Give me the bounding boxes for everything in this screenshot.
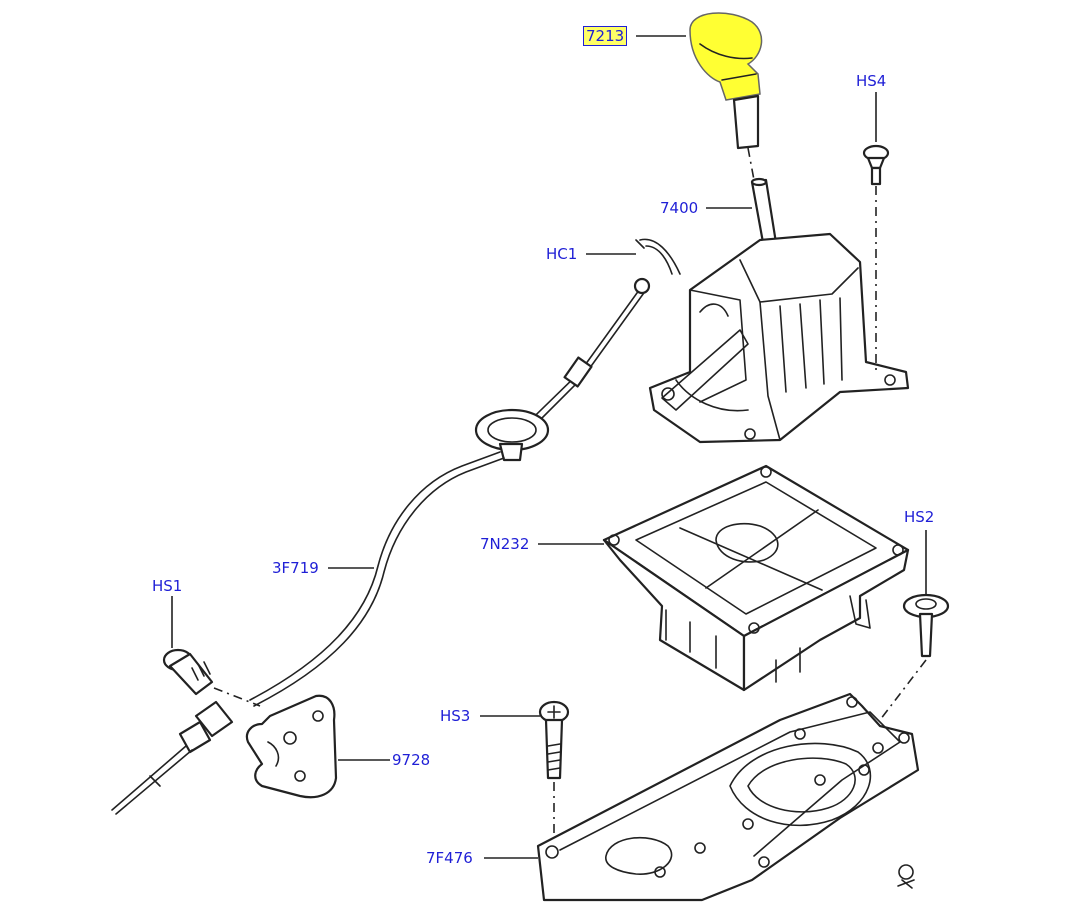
part-label-base[interactable]: 7F476 bbox=[426, 849, 473, 867]
shift-cable[interactable] bbox=[249, 277, 651, 707]
part-label-cable[interactable]: 3F719 bbox=[272, 559, 319, 577]
lever-axis bbox=[747, 147, 755, 181]
screw-hs4[interactable] bbox=[862, 144, 890, 186]
shift-knob[interactable] bbox=[689, 12, 763, 150]
part-label-bracket[interactable]: 9728 bbox=[392, 751, 431, 769]
part-label-hs1[interactable]: HS1 bbox=[152, 577, 183, 595]
clip-hc1[interactable] bbox=[635, 238, 681, 275]
part-label-hs3[interactable]: HS3 bbox=[440, 707, 471, 725]
hs2-axis bbox=[879, 659, 927, 721]
cable-end[interactable] bbox=[111, 700, 234, 815]
cable-bracket[interactable] bbox=[245, 694, 338, 799]
part-label-hs2[interactable]: HS2 bbox=[904, 508, 935, 526]
part-label-knob[interactable]: 7213 bbox=[582, 26, 628, 46]
base-plate[interactable] bbox=[536, 692, 920, 902]
part-label-hs4[interactable]: HS4 bbox=[856, 72, 887, 90]
shifter-housing[interactable] bbox=[648, 232, 910, 444]
bolt-hs1[interactable] bbox=[162, 648, 214, 696]
mounting-plate[interactable] bbox=[602, 464, 910, 692]
bolt-hs3[interactable] bbox=[538, 700, 570, 780]
screw-hs2[interactable] bbox=[902, 593, 950, 658]
leader-lines bbox=[171, 35, 927, 859]
hs1-axis bbox=[213, 687, 261, 707]
part-label-lever[interactable]: 7400 bbox=[660, 199, 699, 217]
small-fastener bbox=[897, 864, 915, 889]
part-label-hc1[interactable]: HC1 bbox=[546, 245, 578, 263]
part-label-plate[interactable]: 7N232 bbox=[480, 535, 530, 553]
